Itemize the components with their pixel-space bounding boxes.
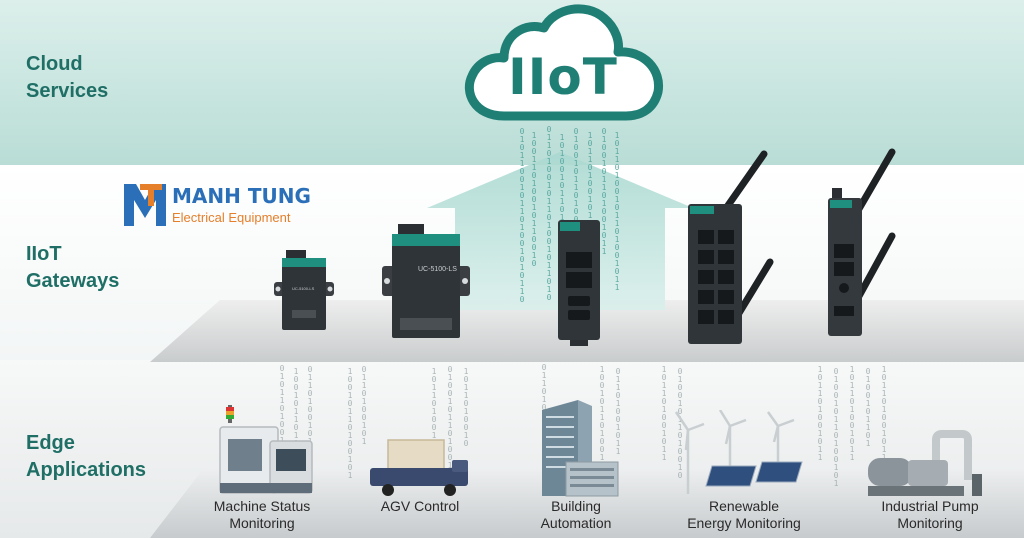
binary-stream: 0101100101101001010110 (519, 127, 525, 304)
app-label-industrial-pump: Industrial Pump Monitoring (855, 498, 1005, 532)
binary-stream: 01001011010010 (447, 365, 453, 478)
binary-stream: 0100101101001011 (601, 127, 607, 256)
layer-label-line: Gateways (26, 270, 120, 292)
logo-tagline: Electrical Equipment (172, 210, 291, 225)
app-label-line: Automation (540, 515, 612, 531)
layer-label-cloud: Cloud Services (26, 51, 156, 105)
layer-label-line: Services (26, 80, 109, 102)
binary-stream: 10011010010110010 (531, 131, 537, 268)
binary-stream: 1011010010 (463, 367, 469, 448)
app-label-line: Renewable (708, 498, 780, 514)
binary-stream: 101101001011 (661, 365, 667, 462)
gateway-device-2 (382, 224, 470, 338)
binary-stream: 01101001011 (615, 367, 621, 456)
gateway-device-3 (558, 220, 600, 346)
binary-stream: 0100101101 (865, 367, 871, 448)
binary-stream: 101101001011 (849, 365, 855, 462)
layer-label-gateways: IIoT Gateways (26, 241, 156, 295)
binary-stream: 10010110100101 (347, 367, 353, 480)
layer-label-edge: Edge Applications (26, 430, 156, 484)
logo-mark-icon (124, 184, 166, 226)
wind-solar-icon (674, 410, 803, 494)
binary-stream: 101101001011 (431, 367, 437, 464)
building-icon (542, 400, 619, 497)
app-label-agv-control: AGV Control (345, 498, 495, 515)
app-label-line: AGV Control (380, 498, 460, 514)
cnc-machine-icon (219, 405, 313, 494)
logo-name: MANH TUNG (172, 184, 311, 208)
app-label-line: Energy Monitoring (687, 515, 801, 531)
layer-label-line: Applications (26, 459, 147, 481)
device-model-label: UC-5100-LS (418, 266, 457, 273)
gateway-device-1 (274, 250, 334, 330)
layer-label-line: Edge (26, 432, 75, 454)
layer-label-line: Cloud (26, 53, 83, 75)
app-label-line: Machine Status (213, 498, 311, 514)
cloud-label: IIoT (508, 48, 618, 106)
gateway-device-4 (688, 150, 774, 344)
app-label-renewable-energy: Renewable Energy Monitoring (669, 498, 819, 532)
layer-label-line: IIoT (26, 243, 62, 265)
app-label-line: Building (551, 498, 601, 514)
agv-vehicle-icon (370, 439, 468, 496)
binary-stream: 0110100101101001011010 (546, 125, 552, 302)
app-label-line: Monitoring (229, 515, 295, 531)
iiot-cloud: IIoT (456, 4, 670, 128)
cloud-icon (464, 4, 664, 121)
device-model-label: UC-5100-LS (292, 286, 315, 291)
company-logo: MANH TUNG Electrical Equipment (122, 180, 322, 230)
app-label-machine-status: Machine Status Monitoring (187, 498, 337, 532)
app-label-line: Industrial Pump (881, 498, 979, 514)
binary-stream: 101101001011 (817, 365, 823, 462)
binary-stream: 10110100101101001011 (614, 131, 620, 292)
binary-stream: 010010110100101 (833, 367, 839, 488)
binary-stream: 0110100101 (361, 365, 367, 446)
app-label-building-automation: Building Automation (501, 498, 651, 532)
app-label-line: Monitoring (897, 515, 963, 531)
gateway-device-5 (828, 148, 896, 336)
industrial-pump-icon (868, 430, 982, 496)
